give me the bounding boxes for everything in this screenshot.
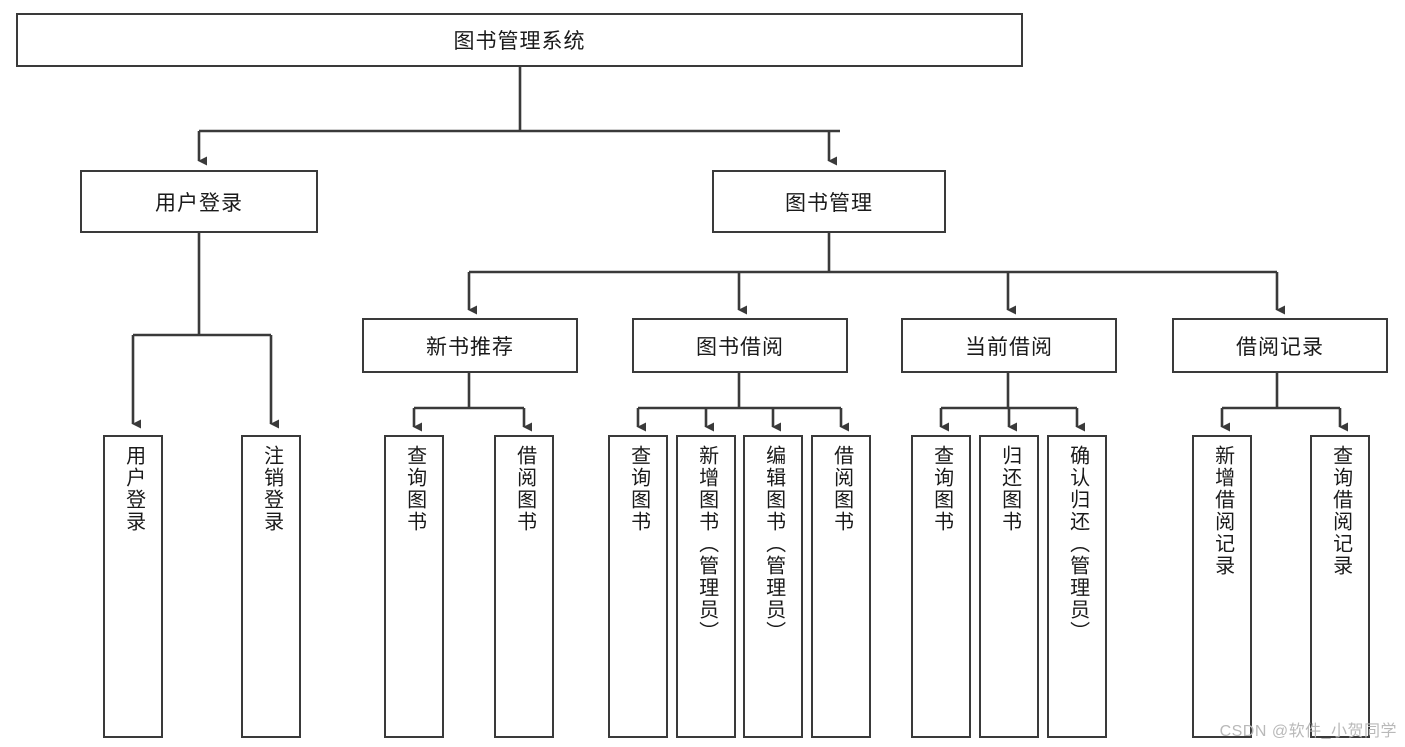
node-borrow-record-label: 借阅记录: [1236, 335, 1324, 359]
node-leaf-query-record[interactable]: 查询借阅记录: [1310, 435, 1370, 738]
node-leaf-query-book-1[interactable]: 查询图书: [384, 435, 444, 738]
node-new-book-recommend[interactable]: 新书推荐: [362, 318, 578, 373]
node-current-borrow[interactable]: 当前借阅: [901, 318, 1117, 373]
node-leaf-query-book-3[interactable]: 查询图书: [911, 435, 971, 738]
node-leaf-add-record-label: 新增借阅记录: [1211, 445, 1234, 577]
node-leaf-confirm-return[interactable]: 确认归还（管理员）: [1047, 435, 1107, 738]
node-leaf-return-book-label: 归还图书: [998, 445, 1021, 533]
watermark: CSDN @软件_小贺同学: [1219, 723, 1397, 740]
node-leaf-logout-login-label: 注销登录: [260, 445, 283, 533]
node-leaf-query-book-2[interactable]: 查询图书: [608, 435, 668, 738]
node-leaf-return-book[interactable]: 归还图书: [979, 435, 1039, 738]
node-leaf-query-book-2-label: 查询图书: [627, 445, 650, 533]
node-leaf-add-record[interactable]: 新增借阅记录: [1192, 435, 1252, 738]
node-root[interactable]: 图书管理系统: [16, 13, 1023, 67]
node-leaf-add-book[interactable]: 新增图书（管理员）: [676, 435, 736, 738]
node-user-login-label: 用户登录: [155, 191, 243, 215]
node-book-borrow[interactable]: 图书借阅: [632, 318, 848, 373]
node-leaf-borrow-book-2-label: 借阅图书: [830, 445, 853, 533]
node-book-management-label: 图书管理: [785, 191, 873, 215]
node-root-label: 图书管理系统: [453, 30, 586, 53]
node-current-borrow-label: 当前借阅: [965, 335, 1053, 359]
node-leaf-user-login[interactable]: 用户登录: [103, 435, 163, 738]
node-leaf-confirm-return-label: 确认归还（管理员）: [1066, 445, 1089, 643]
node-user-login[interactable]: 用户登录: [80, 170, 318, 233]
node-leaf-user-login-label: 用户登录: [122, 445, 145, 533]
node-leaf-borrow-book-1[interactable]: 借阅图书: [494, 435, 554, 738]
node-leaf-borrow-book-2[interactable]: 借阅图书: [811, 435, 871, 738]
node-borrow-record[interactable]: 借阅记录: [1172, 318, 1388, 373]
node-book-management[interactable]: 图书管理: [712, 170, 946, 233]
node-new-book-recommend-label: 新书推荐: [426, 335, 514, 359]
node-leaf-edit-book-label: 编辑图书（管理员）: [762, 445, 785, 643]
node-leaf-query-book-1-label: 查询图书: [403, 445, 426, 533]
node-leaf-edit-book[interactable]: 编辑图书（管理员）: [743, 435, 803, 738]
node-book-borrow-label: 图书借阅: [696, 335, 784, 359]
node-leaf-borrow-book-1-label: 借阅图书: [513, 445, 536, 533]
node-leaf-logout-login[interactable]: 注销登录: [241, 435, 301, 738]
node-leaf-query-book-3-label: 查询图书: [930, 445, 953, 533]
node-leaf-add-book-label: 新增图书（管理员）: [695, 445, 718, 643]
node-leaf-query-record-label: 查询借阅记录: [1329, 445, 1352, 577]
